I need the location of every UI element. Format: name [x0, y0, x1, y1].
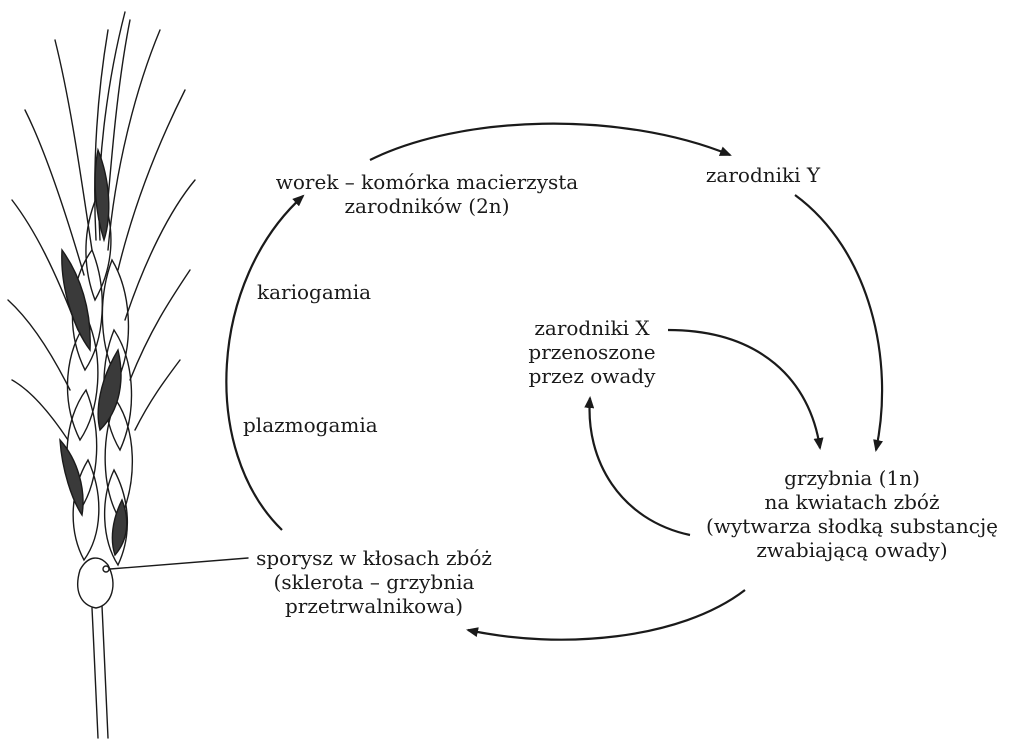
stage-plasmogamy: plazmogamia — [243, 413, 378, 437]
arrow-spores-y-to-mycelium — [794, 194, 884, 452]
wheat-stem — [91, 607, 99, 739]
node-spores-y: zarodniki Y — [705, 163, 821, 187]
pointer-line — [109, 557, 249, 570]
ergot-sclerotium — [94, 147, 110, 243]
stage-karyogamy: kariogamia — [257, 280, 372, 304]
wheat-spikelet — [85, 188, 112, 302]
wheat-ear-illustration — [7, 11, 249, 739]
arrow-mycelium-to-ergot — [466, 589, 746, 641]
node-spores-x: zarodniki X przenoszone przez owady — [528, 316, 656, 388]
node-ergot: sporysz w kłosach zbóż (sklerota – grzyb… — [256, 546, 492, 618]
arrow-ergot-to-ascus — [225, 194, 305, 531]
arrow-spores-x-to-mycelium — [667, 328, 824, 450]
node-ascus: worek – komórka macierzysta zarodników (… — [275, 170, 579, 218]
arrow-ascus-to-spores-y — [369, 122, 732, 161]
cycle-arrows — [225, 122, 884, 641]
arrow-mycelium-to-spores-x — [584, 396, 691, 537]
wheat-base — [77, 557, 114, 609]
node-mycelium: grzybnia (1n) na kwiatach zbóż (wytwarza… — [706, 466, 998, 562]
